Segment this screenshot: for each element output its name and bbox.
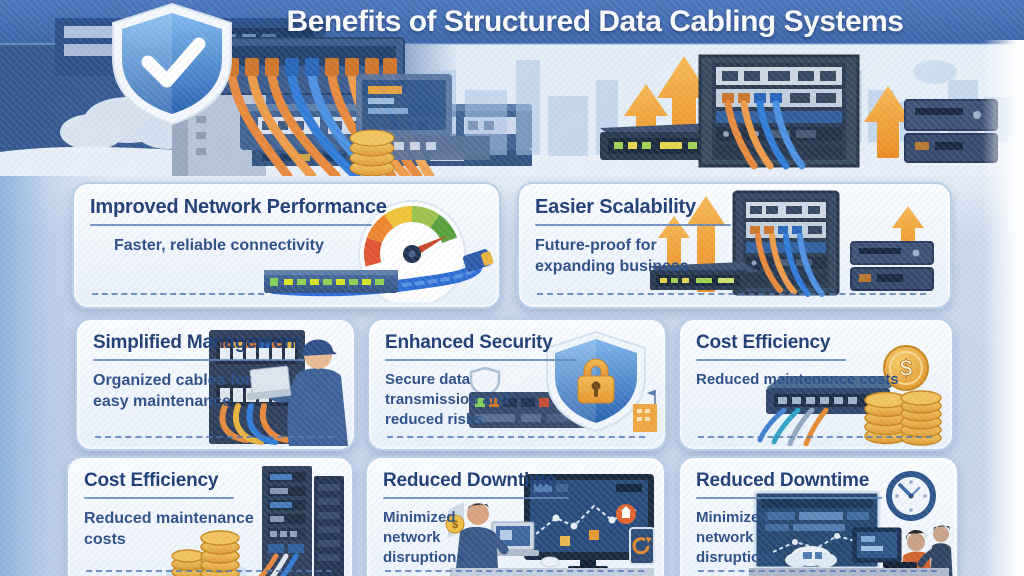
- dashed-divider: [698, 436, 932, 438]
- shield-check-icon: [112, 2, 232, 126]
- card-subtitle: Organized cables for easy maintenance: [93, 372, 252, 411]
- heading-underline: [84, 497, 234, 499]
- card-reduced-downtime-2: Reduced Downtime Minimized network disru…: [678, 456, 959, 576]
- network-monitoring-operator-icon: $: [445, 474, 655, 576]
- server-rack-icon: [698, 54, 860, 170]
- wall-clock-icon: [886, 471, 936, 521]
- dashed-divider: [385, 570, 644, 572]
- poster-title: Benefits of Structured Data Cabling Syst…: [286, 5, 904, 38]
- card-heading: Improved Network Performance: [90, 196, 387, 218]
- growth-arrow-icon: [658, 196, 924, 292]
- card-easier-scalability: Easier Scalability Future-proof for expa…: [517, 182, 952, 309]
- dashed-divider: [86, 570, 332, 572]
- heading-underline: [383, 497, 569, 499]
- header-illustration: [0, 0, 1024, 176]
- technician-patch-panel-icon: [209, 330, 348, 446]
- svg-text:$: $: [452, 519, 458, 531]
- card-simplified-management: Simplified Management Organized cables f…: [75, 318, 356, 451]
- heading-underline: [535, 224, 731, 226]
- heading-underline: [93, 359, 305, 361]
- heading-underline: [696, 497, 882, 499]
- card-heading: Simplified Management: [93, 332, 302, 353]
- dashed-divider: [537, 293, 926, 295]
- card-subtitle: Reduced maintenance costs: [696, 371, 899, 388]
- card-heading: Reduced Downtime: [383, 470, 557, 491]
- team-dashboard-clock-icon: [749, 471, 953, 576]
- card-reduced-downtime: Reduced Downtime Minimized network disru…: [365, 456, 666, 576]
- card-cost-efficiency-2: Cost Efficiency Reduced maintenance cost…: [66, 456, 354, 576]
- dashed-divider: [387, 436, 645, 438]
- snow-cloud-icon: [60, 97, 200, 150]
- card-heading: Reduced Downtime: [696, 470, 870, 491]
- dashed-divider: [92, 293, 264, 295]
- svg-text:$: $: [900, 355, 913, 381]
- operator-figure: [456, 503, 509, 568]
- card-enhanced-security: Enhanced Security Secure data transmissi…: [367, 318, 667, 451]
- header-banner: Benefits of Structured Data Cabling Syst…: [0, 0, 1024, 176]
- card-subtitle: Secure data transmission and reduced ris…: [385, 371, 510, 428]
- technician-figure: [247, 339, 348, 446]
- card-improved-network-performance: Improved Network Performance Faster, rel…: [72, 182, 501, 309]
- switch-coins-dollar-icon: $: [757, 345, 942, 446]
- card-heading: Cost Efficiency: [696, 332, 831, 353]
- card-subtitle: Faster, reliable connectivity: [114, 237, 324, 254]
- heading-underline: [696, 359, 846, 361]
- monitor-device-icon: [356, 74, 490, 160]
- card-heading: Enhanced Security: [385, 332, 553, 353]
- card-heading: Cost Efficiency: [84, 470, 219, 491]
- dashed-divider: [698, 570, 937, 572]
- server-rack-growth-arrows-icon: [650, 190, 934, 297]
- card-subtitle: Reduced maintenance costs: [84, 510, 254, 549]
- dashed-divider: [95, 436, 334, 438]
- server-units-icon: [904, 99, 998, 163]
- card-cost-efficiency: Cost Efficiency Reduced maintenance cost…: [678, 318, 954, 451]
- card-subtitle: Future-proof for expanding business: [535, 237, 689, 276]
- card-heading: Easier Scalability: [535, 196, 696, 218]
- heading-underline: [90, 224, 372, 226]
- card-subtitle: Minimized network disruptions: [383, 509, 465, 566]
- card-subtitle: Minimized network disruptions: [696, 509, 778, 566]
- speed-gauge-ethernet-cable-icon: [264, 200, 494, 302]
- cloud-icon: [785, 546, 837, 567]
- heading-underline: [385, 359, 577, 361]
- coin-stack-icon: [349, 129, 395, 176]
